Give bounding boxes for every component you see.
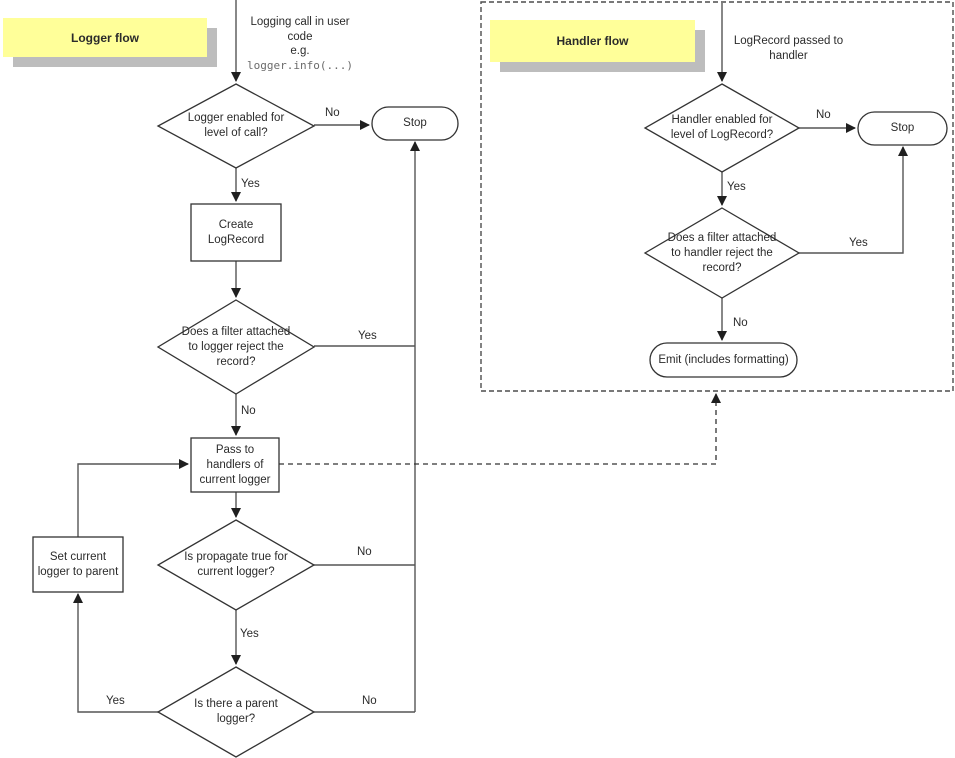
create-logrecord-box-shape: [190, 203, 282, 262]
decision-handler-filter-shape: [643, 207, 801, 299]
stop-node-handler-shape: [857, 111, 948, 146]
logging-call-code: logger.info(...): [247, 58, 353, 72]
logger-flow-title: Logger flow: [71, 30, 139, 45]
dashed-arrow-pass-to-handler-flow: [279, 393, 721, 465]
edge-label-level-no: No: [325, 107, 340, 119]
handler-flow-note: Handler flow: [490, 20, 695, 62]
handler-flow-panel-border: [480, 1, 954, 392]
logger-flow-note: Logger flow: [3, 18, 207, 57]
decision-propagate-shape: [156, 519, 316, 611]
edge-label-handler-filter-yes: Yes: [849, 237, 868, 249]
arrow-handler-filter-yes-to-stop: [799, 146, 908, 254]
pass-to-handlers-box-shape: [190, 437, 280, 493]
edge-label-handler-level-no: No: [816, 109, 831, 121]
edge-label-parent-yes: Yes: [106, 695, 125, 707]
stop-node-logger-shape: [371, 106, 459, 141]
edge-label-handler-level-yes: Yes: [727, 181, 746, 193]
decision-handler-level-shape: [643, 83, 801, 173]
edge-label-propagate-no: No: [357, 546, 372, 558]
arrow-parent-yes-to-set-box: [73, 593, 158, 713]
decision-logger-level-shape: [156, 83, 316, 169]
edge-label-filter-no: No: [241, 405, 256, 417]
edge-label-handler-filter-no: No: [733, 317, 748, 329]
edge-label-propagate-yes: Yes: [240, 628, 259, 640]
logging-call-text: Logging call in user code e.g.: [250, 16, 350, 57]
handler-flow-title: Handler flow: [556, 34, 629, 48]
logging-call-annotation: Logging call in user code e.g. logger.in…: [226, 15, 374, 72]
decision-parent-logger-shape: [156, 666, 316, 758]
edge-label-filter-yes: Yes: [358, 330, 377, 342]
set-current-logger-box-shape: [32, 536, 124, 593]
emit-node-shape: [649, 342, 798, 378]
decision-logger-filter-shape: [156, 299, 316, 395]
edge-label-level-yes: Yes: [241, 178, 260, 190]
edge-label-parent-no: No: [362, 695, 377, 707]
arrow-set-box-to-pass: [77, 459, 189, 537]
